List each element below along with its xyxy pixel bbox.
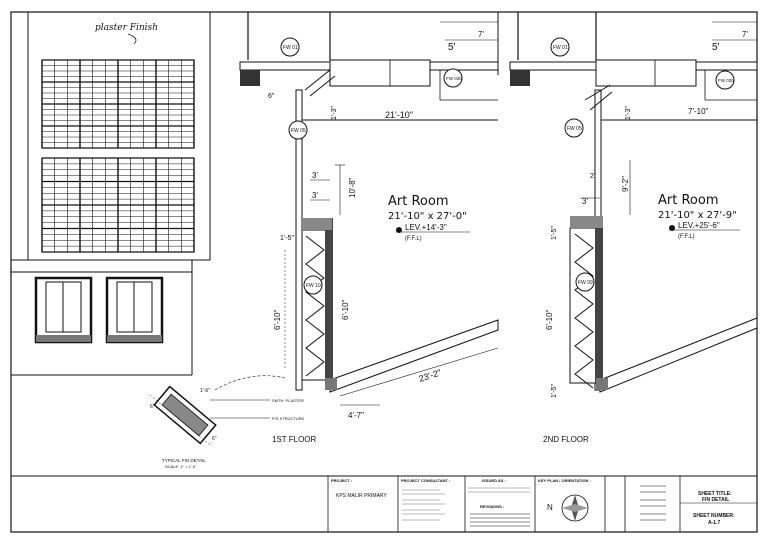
fin-elevation: plaster Finish (11, 12, 211, 376)
window-right (105, 276, 164, 344)
tb-revision-lines (470, 513, 530, 527)
tb-issued-label: ISSUED AS : (482, 478, 506, 483)
plan2-dim-top2: 7' (742, 30, 748, 39)
tb-project-name: KPS MALIR PRIMARY (336, 493, 387, 499)
tb-sheet-number: A-1.7 (708, 520, 720, 526)
plan2-level: LEV.+25'-6" (678, 221, 720, 230)
fin-detail: SMTH. PLASTER P/S STRUCTURE 6" 1'-6" 6" … (149, 375, 305, 469)
panel-grille-upper (41, 59, 195, 149)
plan1-level-ref: (F.F.L) (405, 236, 422, 242)
plan2-dim-small1: 3' (582, 197, 588, 206)
tb-sheet-title-label: SHEET TITLE: (698, 491, 732, 497)
plan1-room-size: 21'-10" x 27'-0" (388, 211, 467, 222)
plan2-dim-small2: 2' (590, 173, 595, 180)
north-label: N (547, 503, 553, 512)
plan1-dim-small4: 1'-5" (280, 235, 294, 242)
plan2-dim-small4: 1'-5" (551, 384, 558, 398)
title-block: PROJECT : KPS MALIR PRIMARY PROJECT CONS… (11, 475, 757, 532)
plan1-dim-bottom: 4'-7" (348, 411, 364, 420)
plan1-dim-diag: 23'-2" (418, 367, 443, 384)
plan1-tag-fw01: FW 01 (283, 45, 298, 51)
plan1-tag-fw02: FW 02b (446, 76, 462, 81)
plan1-label: 1ST FLOOR (272, 435, 317, 444)
north-arrow-compass (561, 494, 589, 522)
plan1-tag-fw05: FW 05 (291, 128, 306, 134)
plan2-dim-width: 7'-10" (688, 107, 709, 116)
plan2-dim-top: 5' (712, 42, 720, 53)
plan1-dim-small2: 3' (312, 191, 318, 200)
plan2-room-size: 21'-10" x 27'-9" (658, 210, 737, 221)
window-left (34, 276, 93, 344)
tb-revisions-label: REVISIONS : (480, 504, 504, 509)
detail-note-plaster: SMTH. PLASTER (272, 398, 304, 403)
plan2-dim-small5: 1'-3" (625, 106, 632, 120)
plan1-dim-top2: 7' (478, 30, 484, 39)
plan1-dim-top: 5' (448, 42, 456, 53)
plaster-note: plaster Finish (95, 23, 158, 33)
tb-sheet-number-label: SHEET NUMBER: (693, 513, 735, 519)
plan2-tag-fw09: FW 09 (578, 280, 593, 286)
fin-zigzag (305, 235, 325, 377)
detail-dim-a: 6" (150, 404, 155, 410)
plan2-dim-side: 6'-10" (545, 309, 554, 330)
tb-consultant-label: PROJECT CONSULTANT : (401, 478, 450, 483)
plan1-level: LEV.+14'-3" (405, 223, 447, 232)
tb-project-label: PROJECT : (331, 478, 352, 483)
tb-sheet-title: FIN DETAIL (702, 497, 729, 503)
plan2-tag-fw02: FW 02b (718, 78, 734, 83)
plan1-level-marker (396, 227, 470, 233)
detail-caption: TYPICAL FIN DETAIL (162, 458, 206, 463)
plan2-label: 2ND FLOOR (543, 435, 589, 444)
plan2-level-ref: (F.F.L) (678, 234, 695, 240)
plan2-room-name: Art Room (658, 193, 719, 208)
plan1-room-name: Art Room (388, 194, 449, 209)
plan1-dim-side2: 6'-10" (341, 299, 350, 320)
plan2-tag-fw05: FW 05 (567, 126, 582, 132)
panel-grille-lower (41, 157, 195, 253)
detail-note-structure: P/S STRUCTURE (272, 416, 305, 421)
tb-consultant-lines (402, 489, 445, 521)
plan1-tag-fw10: FW 10 (306, 283, 321, 289)
fin-zigzag (574, 233, 594, 389)
detail-dim-c: 6" (212, 436, 217, 442)
plan1-dim-small1: 3' (312, 171, 318, 180)
tb-stamp-lines (640, 485, 666, 521)
plan1-dim-side: 6'-10" (273, 309, 282, 330)
plan2-dim-height: 9'-2" (621, 176, 630, 192)
plan-second-floor: 5' 7' 7'-10" 9'-2" 3' 2' 1'-5" 1'-5" 1'-… (509, 12, 758, 444)
plan2-level-marker (669, 225, 740, 231)
plan2-tag-fw01: FW 01 (553, 45, 568, 51)
plan1-dim-height: 10'-8" (348, 177, 357, 198)
tb-keyplan-label: KEY PLAN / ORIENTATION : (538, 478, 591, 483)
plan2-dim-small3: 1'-5" (551, 226, 558, 240)
detail-dim-b: 1'-6" (200, 388, 210, 394)
plan1-dim-small3: 6" (268, 93, 275, 100)
plan1-dim-small5: 1'-3" (331, 106, 338, 120)
plan1-dim-width: 21'-10" (385, 110, 413, 120)
detail-scale: SCALE: 1" = 1'-0" (165, 464, 197, 469)
plan-first-floor: 5' 7' 21'-10" 10'-8" 3' 3' 6" 1'-5" 1'-3… (239, 12, 499, 444)
